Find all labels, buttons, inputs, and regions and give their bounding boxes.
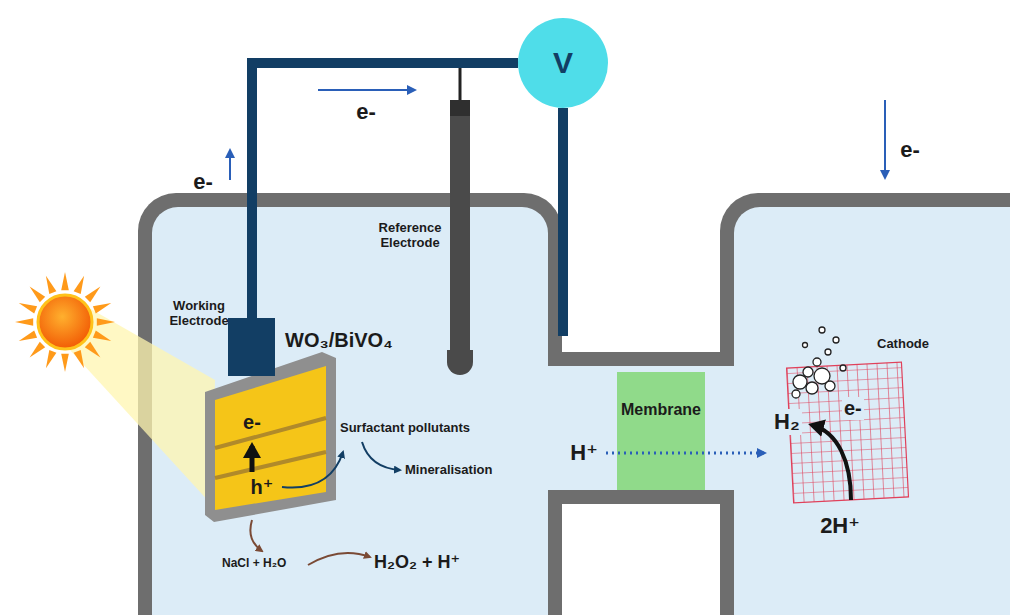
voltmeter-circle: V [518,18,608,108]
reaction-arrows-part [362,442,400,470]
sun-part [93,303,111,314]
photoanode-part [205,352,336,522]
photoanode-part [215,452,326,478]
gas-bubbles-part [825,381,835,391]
sun-part [15,318,33,326]
reduction-arrow [812,425,851,500]
text-label: e- [356,99,376,124]
text-label: 2H⁺ [820,513,860,538]
text-label: e- [900,137,920,162]
gas-bubbles-part [819,327,825,333]
sun-part [30,287,46,303]
reaction-arrows-part [308,553,370,565]
tank-walls [138,193,1010,615]
gas-bubbles-part [813,358,821,366]
reaction-arrows-part [250,520,262,551]
sun-part [19,331,37,342]
cathode-node: CathodeH₂e- [770,336,915,506]
node-text: e- [842,397,864,420]
text-label: e- [193,169,213,194]
sun-part [61,272,69,290]
sun-part [46,350,57,368]
tank-walls-part [152,207,548,615]
gas-bubbles-part [793,375,807,389]
sun-part [74,276,85,294]
photoanode-part [215,366,326,510]
sun-part [19,303,37,314]
node-text: WO₃/BiVO₄ [285,329,393,352]
node-text: V [553,46,573,81]
reference-electrode [447,63,473,375]
gas-bubbles-part [806,382,818,394]
text-label: H₂O₂ + H⁺ [374,552,460,573]
gas-bubbles-part [840,365,846,371]
node-text: h⁺ [251,476,274,499]
sun-part [46,276,57,294]
gas-bubbles [792,327,846,398]
reduction-arrow-part [812,425,851,500]
text-label: Reference Electrode [362,221,458,251]
reference-electrode-part [459,63,462,104]
membrane-band: Membrane [617,372,705,490]
photoanode-part [250,446,255,472]
text-label: Working Electrode [159,299,239,329]
sun-part [74,350,85,368]
reference-electrode-part [450,100,470,116]
sun-part [61,354,69,372]
cathode-mesh-part-part [787,362,909,503]
text-label: Surfactant pollutants [340,421,470,436]
tank-walls-part [734,207,1010,615]
photoanode-plate: WO₃/BiVO₄e-h⁺ [200,350,337,525]
reaction-arrows-part [282,452,343,488]
sun-part [38,295,92,349]
gas-bubbles-part [792,390,800,398]
gas-bubbles-part [803,367,813,377]
node-text: e- [243,411,261,434]
electron-arrows-part [884,100,886,178]
tank-walls-part [540,366,740,490]
electron-arrows-part [229,150,231,180]
reference-electrode-part [447,350,473,375]
sun-part [93,331,111,342]
text-label: Mineralisation [405,463,492,478]
electron-arrows-part [318,89,415,91]
sun-part [30,342,46,358]
node-text: Cathode [877,337,929,352]
cathode-mesh-part [787,362,909,503]
sun-part [85,287,101,303]
text-label: H⁺ [570,440,598,465]
gas-bubbles-part [825,349,831,355]
cathode-mesh-part-part [787,362,909,503]
sun-part [97,318,115,326]
circuit-wire [252,63,518,350]
sun-part [85,342,101,358]
photoanode-part [215,418,326,448]
cathode-mesh [787,362,909,503]
reference-electrode-part [450,100,470,355]
reaction-arrows [250,442,400,565]
gas-bubbles-part [803,343,808,348]
node-text: Membrane [621,401,701,419]
text-label: NaCl + H₂O [222,557,286,571]
gas-bubbles-part [833,337,839,343]
circuit-wire [558,108,568,336]
node-text: H₂ [772,409,802,434]
